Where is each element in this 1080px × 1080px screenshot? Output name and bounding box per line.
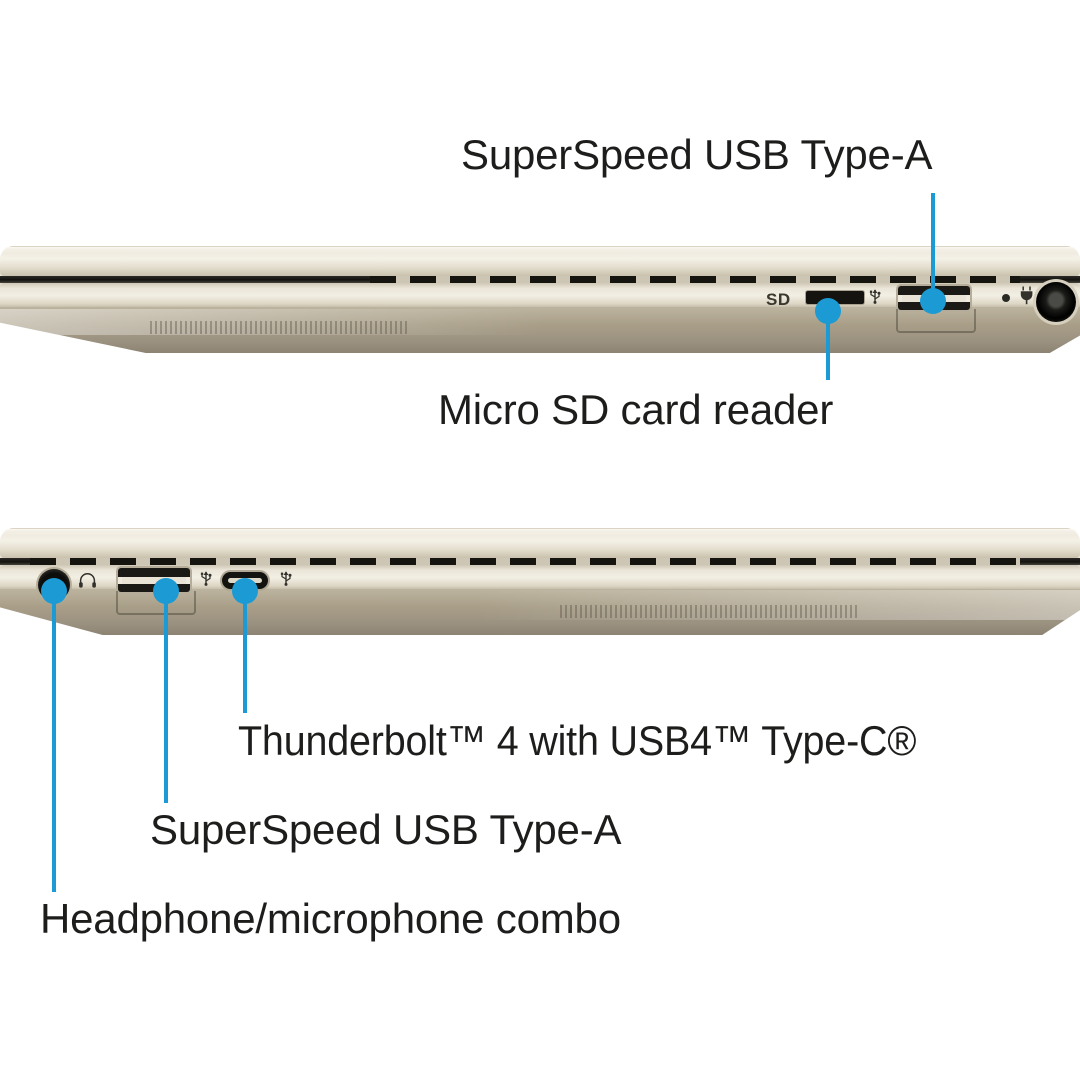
callout-dot-headphone-combo <box>41 578 67 604</box>
callout-label-superspeed-usb-a-bottom: SuperSpeed USB Type-A <box>150 806 622 853</box>
callout-line-micro-sd <box>826 308 830 380</box>
laptop-underside-wedge <box>0 307 1080 353</box>
vent-slits <box>30 558 1020 565</box>
callout-line-headphone-combo <box>52 588 56 892</box>
laptop-left-side-view <box>0 528 1080 640</box>
callout-line-superspeed-usb-a-top <box>931 193 935 300</box>
laptop-right-side-view: SD <box>0 246 1080 354</box>
callout-dot-superspeed-usb-a-top <box>920 288 946 314</box>
laptop-lid <box>0 246 1080 276</box>
bottom-vent-grille <box>560 605 860 618</box>
usb-port-recess <box>116 591 196 615</box>
dc-power-jack[interactable] <box>1036 282 1076 322</box>
callout-line-thunderbolt <box>243 588 247 713</box>
usb-icon <box>198 568 214 586</box>
laptop-lid <box>0 528 1080 558</box>
headset-icon <box>78 572 97 589</box>
power-plug-icon <box>1018 285 1036 305</box>
laptop-underside-wedge <box>0 589 1080 635</box>
callout-label-superspeed-usb-a-top: SuperSpeed USB Type-A <box>461 131 933 178</box>
vent-slits <box>370 276 1020 283</box>
usb-icon <box>867 286 883 304</box>
usb-icon <box>278 568 294 586</box>
sd-silkscreen-label: SD <box>766 290 791 309</box>
bottom-vent-grille <box>150 321 410 334</box>
callout-label-headphone-combo: Headphone/microphone combo <box>40 895 621 942</box>
led-dot-icon <box>1002 294 1010 302</box>
callout-label-thunderbolt: Thunderbolt™ 4 with USB4™ Type-C® <box>238 717 917 764</box>
callout-dot-micro-sd <box>815 298 841 324</box>
callout-dot-superspeed-usb-a-bottom <box>153 578 179 604</box>
callout-label-micro-sd: Micro SD card reader <box>438 386 834 433</box>
callout-line-superspeed-usb-a-bottom <box>164 588 168 803</box>
callout-dot-thunderbolt <box>232 578 258 604</box>
usb-port-recess <box>896 309 976 333</box>
